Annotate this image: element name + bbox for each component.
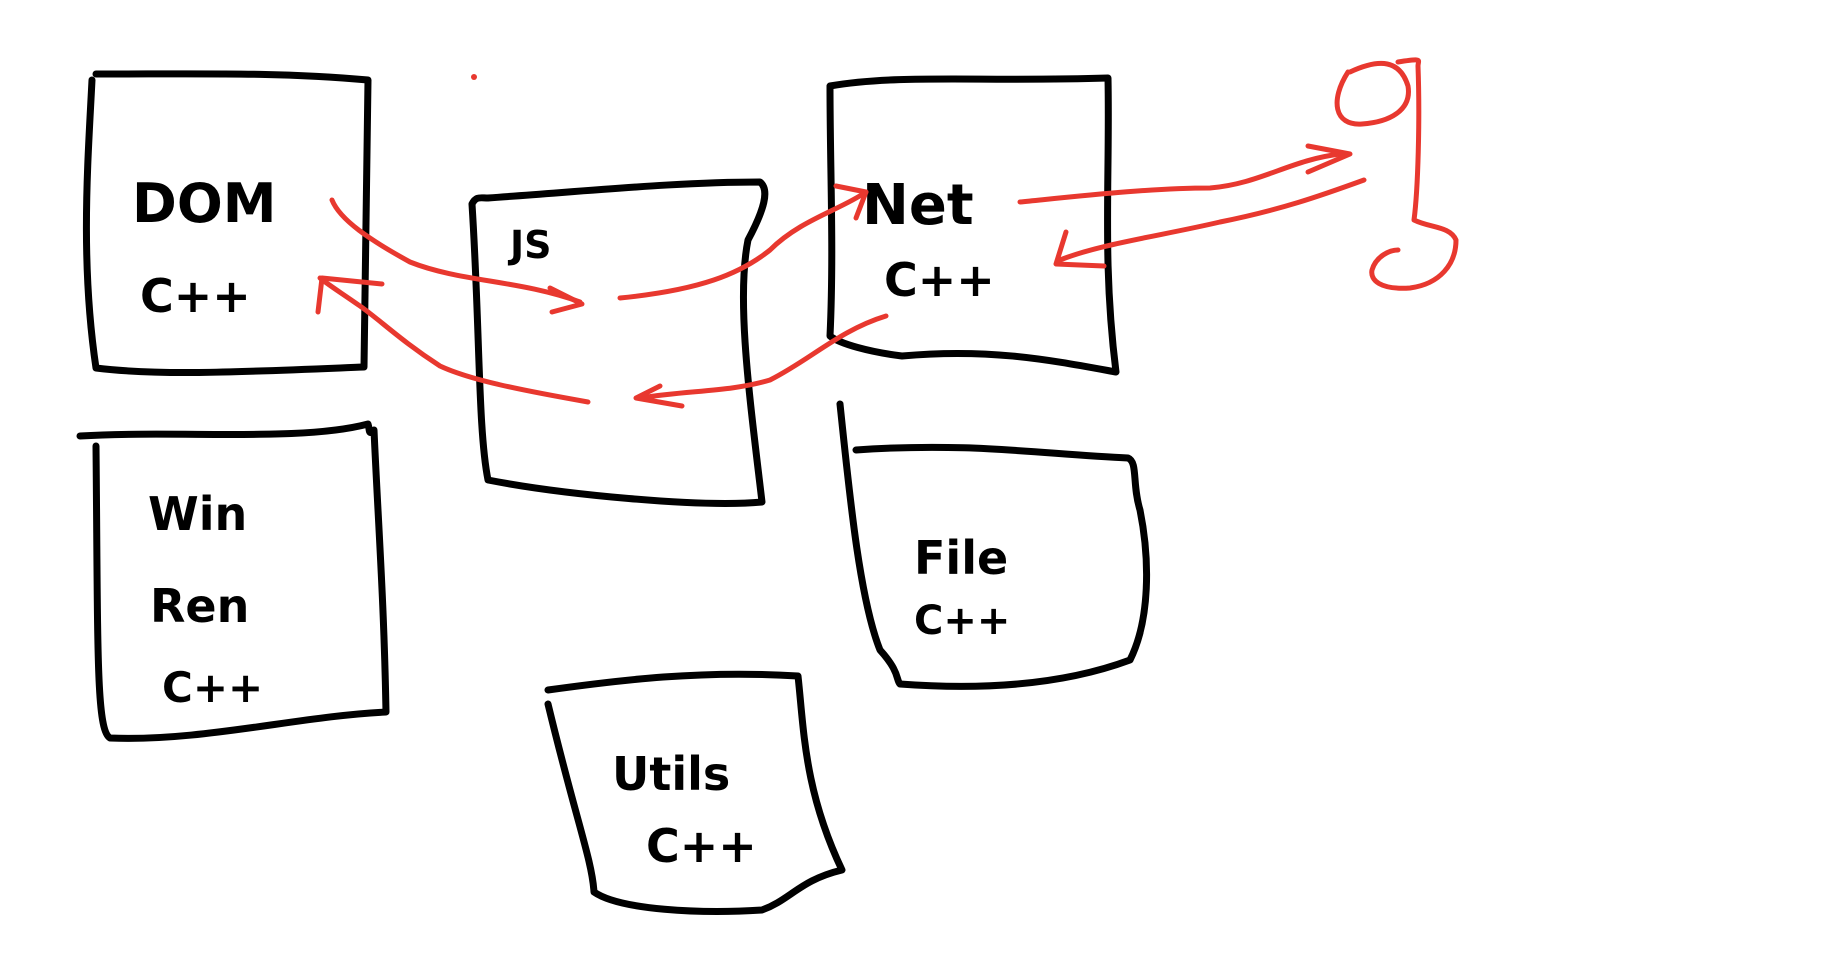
- dom-box: DOM C++: [82, 70, 372, 377]
- arrow-head-dom-to-js: [547, 285, 585, 315]
- arrow-net-to-js: [637, 313, 889, 401]
- utils-box-lang: C++: [646, 819, 757, 873]
- win-box-subname: Ren: [150, 579, 249, 633]
- dom-box-lang: C++: [140, 269, 251, 323]
- arrows: [315, 143, 1367, 409]
- arrow-head-js-to-net: [833, 183, 869, 221]
- win-box: Win Ren C++: [76, 420, 390, 742]
- js-box: JS: [468, 178, 769, 507]
- win-box-name: Win: [148, 487, 247, 541]
- file-box-name: File: [914, 531, 1008, 585]
- utils-box-name: Utils: [612, 747, 730, 801]
- win-box-lang: C++: [162, 663, 263, 712]
- js-box-name: JS: [507, 223, 552, 267]
- arrow-dom-to-js: [329, 197, 583, 305]
- arrow-head-google-to-net: [1053, 229, 1107, 269]
- net-box-name: Net: [862, 173, 974, 238]
- arrow-head-js-to-dom: [315, 275, 385, 315]
- arrow-head-net-to-google: [1305, 143, 1353, 175]
- stray-dot: [471, 74, 477, 80]
- file-box: File C++: [836, 400, 1151, 690]
- arrow-js-to-dom: [317, 275, 591, 405]
- google-g-icon: g: [1334, 57, 1459, 291]
- dom-box-name: DOM: [132, 172, 276, 235]
- file-box-lang: C++: [914, 598, 1010, 644]
- arrow-net-to-google: [1017, 151, 1343, 205]
- net-box: Net C++: [826, 74, 1120, 376]
- net-box-lang: C++: [884, 253, 995, 307]
- arrow-google-to-net: [1057, 177, 1367, 263]
- arrow-js-to-net: [617, 189, 869, 301]
- utils-box: Utils C++: [544, 670, 846, 915]
- arrow-head-net-to-js: [633, 383, 685, 409]
